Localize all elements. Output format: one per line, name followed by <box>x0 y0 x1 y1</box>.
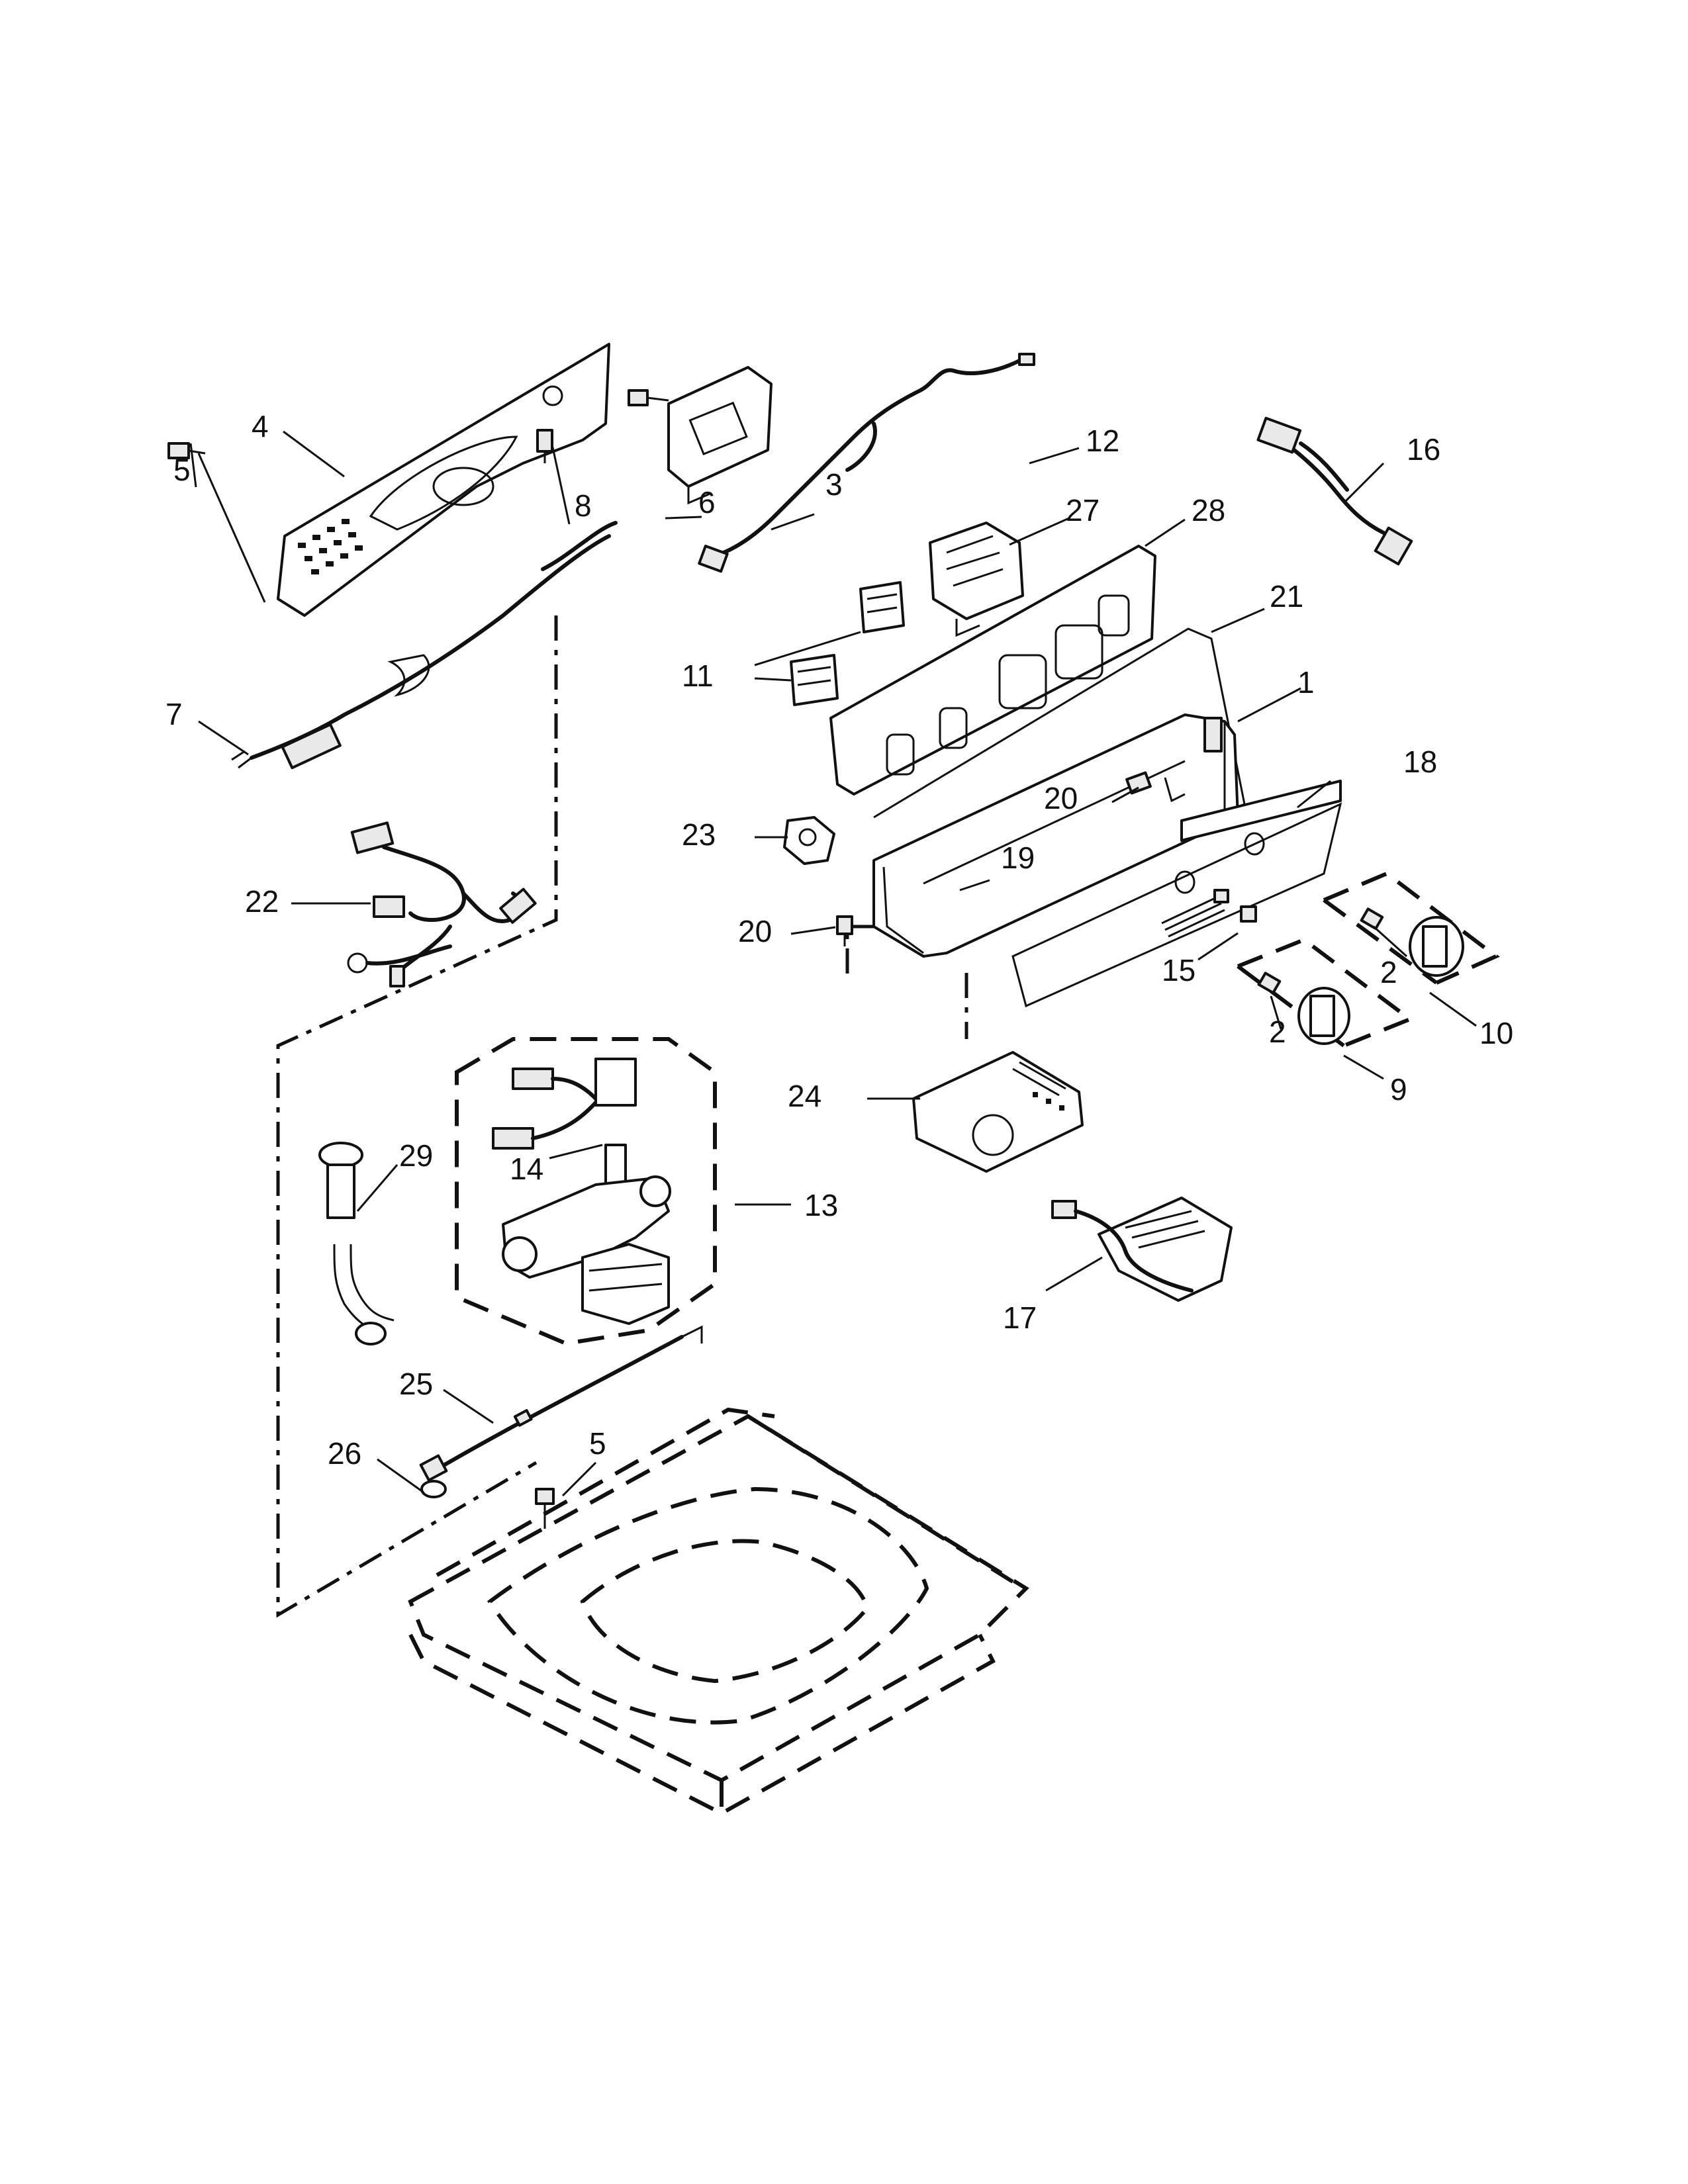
callout-28: 28 <box>1192 493 1225 527</box>
callout-5-lower: 5 <box>589 1426 606 1461</box>
led-board-part <box>1161 889 1257 938</box>
callout-20-lower: 20 <box>738 914 772 948</box>
module-bracket-part <box>667 366 773 505</box>
callout-labels: 4 5 8 6 3 12 27 28 16 21 11 7 1 18 20 23… <box>165 409 1513 1471</box>
callout-8: 8 <box>575 488 592 523</box>
switch-part <box>790 581 905 706</box>
sensor-part <box>492 1058 637 1186</box>
harness-16-part <box>1256 416 1413 566</box>
callout-20: 20 <box>1044 781 1078 815</box>
wire-harness-part <box>347 821 537 987</box>
knob-group-outlines <box>1237 871 1500 1048</box>
switch-harness-part <box>698 353 1035 573</box>
assembly-guide-lines <box>276 615 968 1618</box>
callout-10: 10 <box>1479 1016 1513 1050</box>
screw-6-part <box>628 389 669 406</box>
overlay-panel-part <box>1011 780 1342 1008</box>
callout-7: 7 <box>165 697 183 731</box>
callout-23: 23 <box>682 817 716 852</box>
leader-lines <box>189 430 1477 1497</box>
callout-29: 29 <box>399 1138 433 1173</box>
callout-2: 2 <box>1380 955 1397 989</box>
callout-6: 6 <box>698 485 716 520</box>
callout-5: 5 <box>173 453 191 487</box>
power-cord-part <box>231 521 618 770</box>
callout-26: 26 <box>328 1436 361 1471</box>
callout-9: 9 <box>1390 1072 1407 1107</box>
callout-14: 14 <box>510 1152 543 1186</box>
callout-15: 15 <box>1162 953 1196 987</box>
callout-2-lower: 2 <box>1269 1015 1286 1049</box>
callout-21: 21 <box>1270 579 1303 614</box>
callout-4: 4 <box>252 409 269 443</box>
rear-control-panel-part <box>277 343 610 617</box>
clip-part <box>420 1480 447 1498</box>
knob-holder-part <box>783 816 835 865</box>
callout-18: 18 <box>1403 745 1437 779</box>
callout-11: 11 <box>682 659 714 693</box>
sensor-board-part <box>1051 1197 1233 1302</box>
callout-25: 25 <box>399 1367 433 1401</box>
callout-27: 27 <box>1066 493 1100 527</box>
rod-part <box>419 1325 703 1482</box>
inlet-hose-part <box>318 1142 395 1345</box>
callout-19: 19 <box>1001 841 1035 875</box>
callout-12: 12 <box>1086 424 1119 458</box>
callout-16: 16 <box>1407 432 1440 467</box>
console-bracket-part <box>829 545 1156 796</box>
knob-9-part <box>1257 972 1350 1045</box>
relay-bracket-part <box>929 522 1024 637</box>
water-valve-part <box>502 1175 671 1325</box>
callout-13: 13 <box>804 1188 838 1222</box>
screw-bottom-part <box>535 1488 555 1529</box>
callout-1: 1 <box>1297 665 1315 700</box>
ground-screw-part <box>536 429 553 463</box>
screw-20-part <box>836 771 1152 946</box>
callout-17: 17 <box>1003 1300 1037 1335</box>
knob-part <box>1360 907 1464 977</box>
top-panel-reference <box>408 1407 1029 1816</box>
control-board-part <box>912 1051 1084 1173</box>
callout-3: 3 <box>825 467 843 502</box>
callout-22: 22 <box>245 884 279 919</box>
screw-part <box>167 442 266 603</box>
callout-24: 24 <box>788 1079 821 1113</box>
